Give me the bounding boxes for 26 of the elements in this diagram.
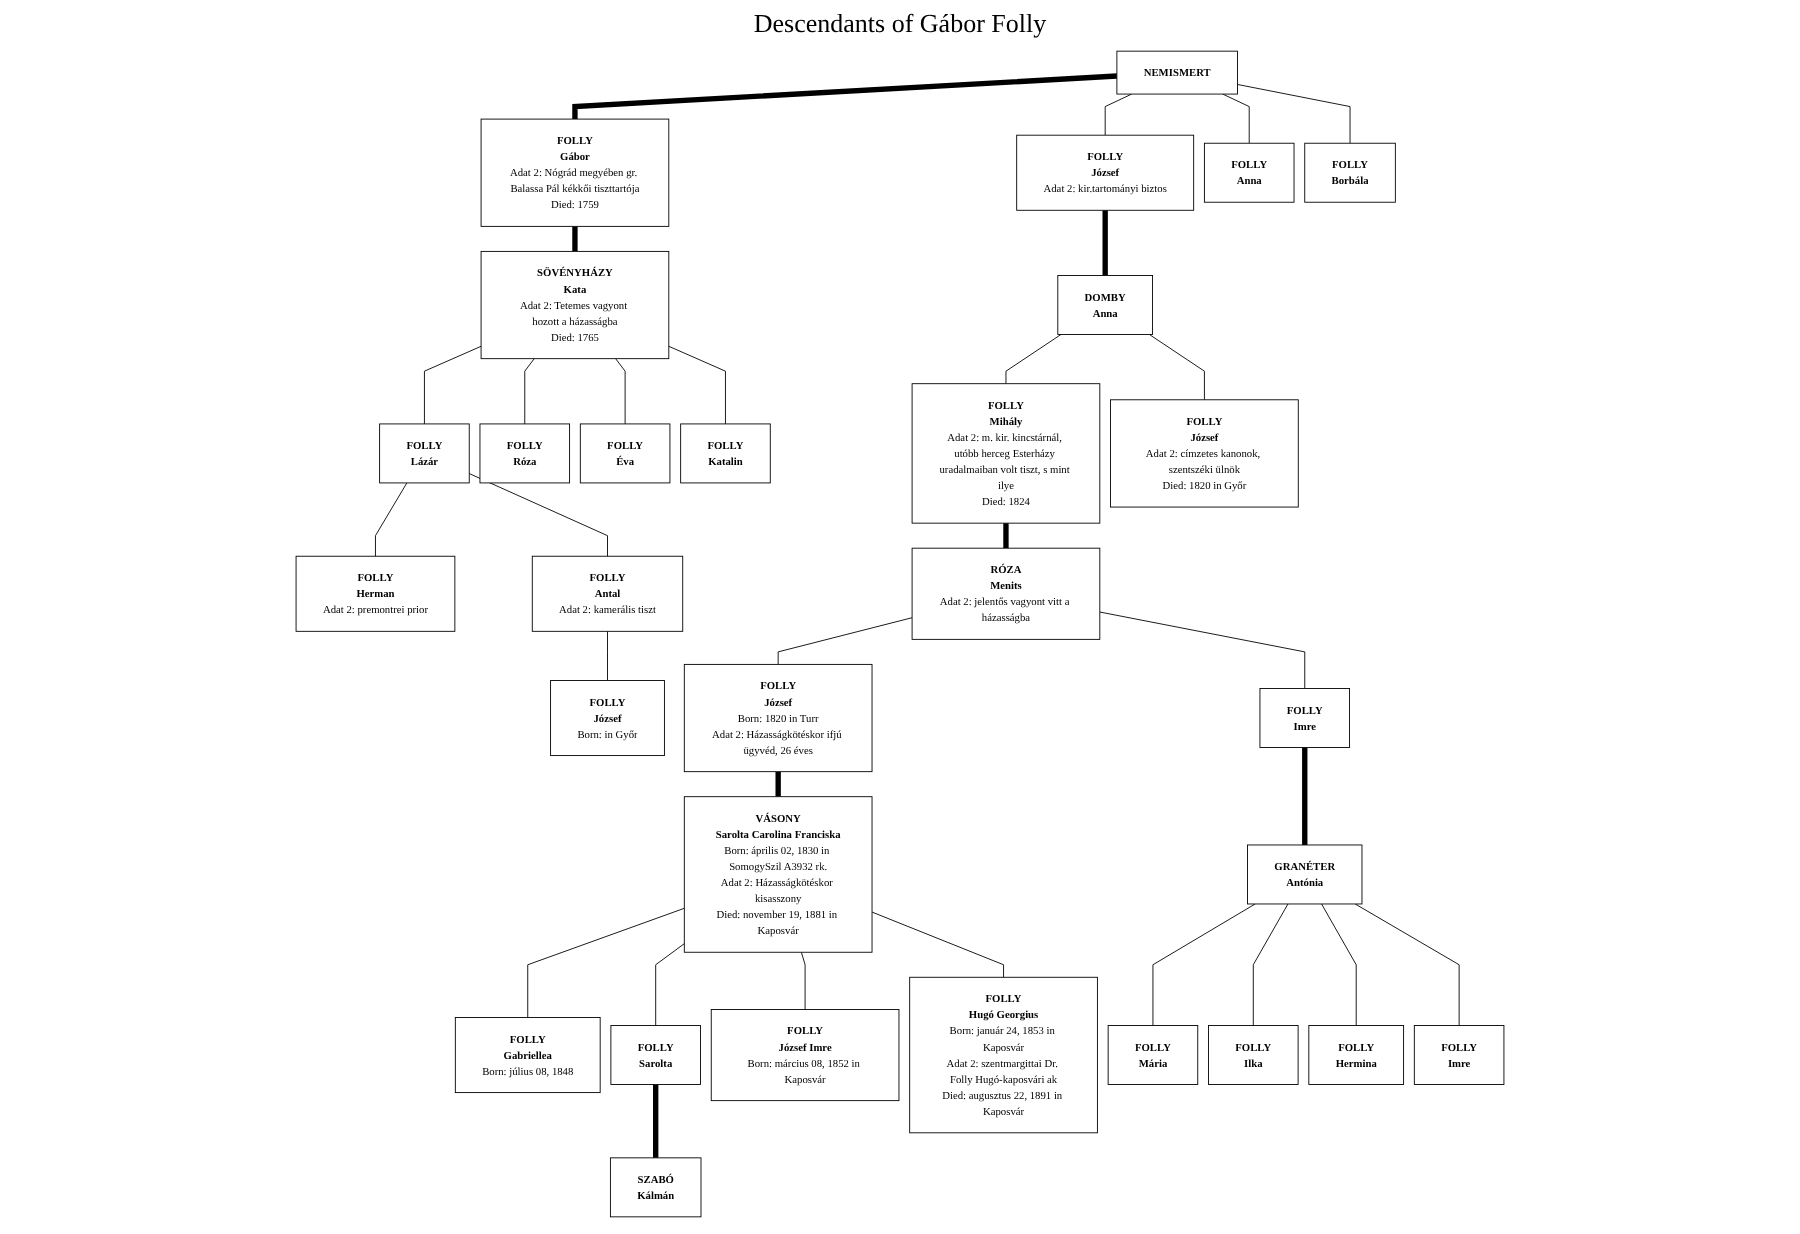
connector (1237, 84, 1351, 144)
connector (524, 358, 535, 425)
connector (615, 358, 626, 425)
connector (871, 911, 1004, 978)
connector (572, 226, 578, 252)
connector (1149, 334, 1205, 401)
connector (777, 617, 913, 665)
diagram-title: Descendants of Gábor Folly (751, 8, 1049, 40)
connector (1005, 334, 1062, 385)
connector (1252, 903, 1289, 1026)
connector (1102, 210, 1108, 276)
connector (653, 1084, 659, 1158)
connector (1152, 903, 1256, 1026)
connector (375, 482, 408, 557)
connector (572, 73, 1118, 120)
connector (655, 943, 685, 1026)
connector (1003, 523, 1009, 549)
connector (1099, 611, 1306, 689)
connector (800, 951, 806, 1010)
connector (1302, 747, 1308, 845)
connector (1321, 903, 1357, 1026)
connector (1354, 903, 1460, 1026)
connector (527, 907, 685, 1018)
connector (468, 473, 608, 557)
connector (607, 630, 608, 681)
connector (775, 771, 781, 797)
